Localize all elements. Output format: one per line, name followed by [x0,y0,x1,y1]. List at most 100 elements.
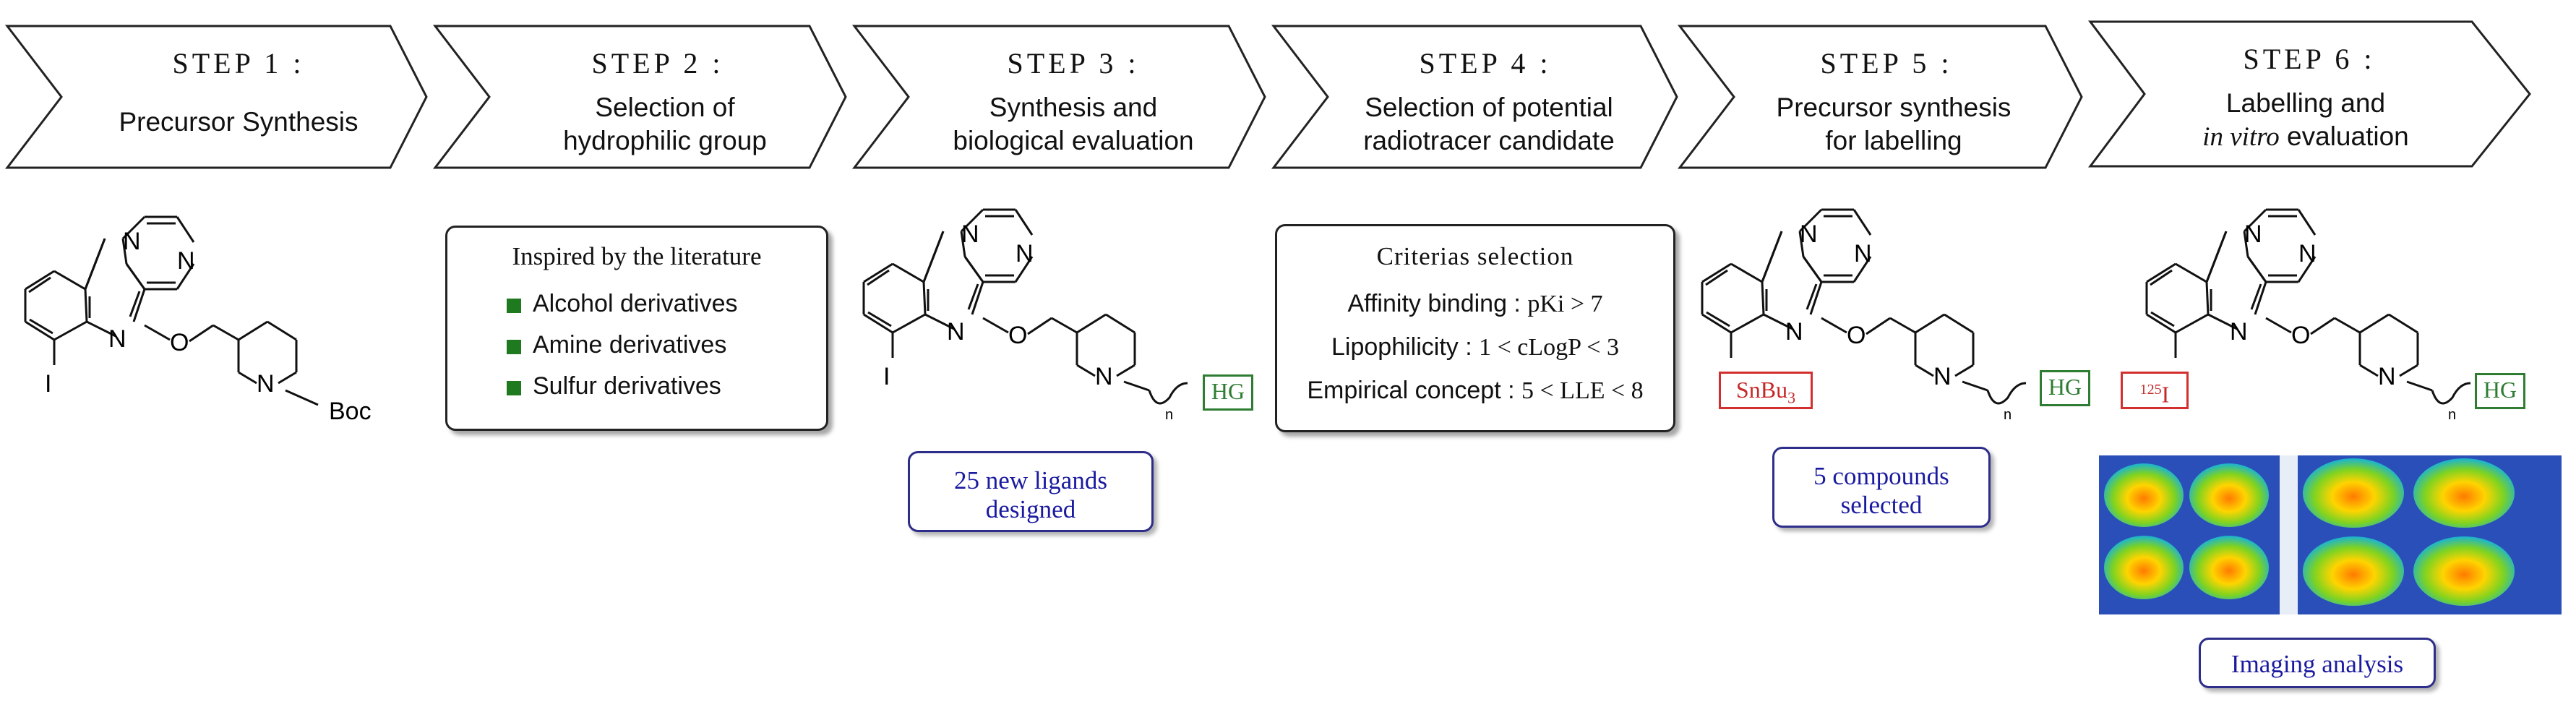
bullet-square-icon [507,381,521,395]
imaging-analysis-pill: Imaging analysis [2199,638,2436,688]
brain-slice-images [2104,458,2515,606]
step-2-title-line1: Selection of [595,93,735,122]
n-subscript-label: n [2448,407,2456,423]
nitrogen-label: N [2230,318,2248,346]
step-6-title-line2: in vitro evaluation [2139,120,2472,154]
brain-slice-image [2104,463,2184,527]
literature-item: Alcohol derivatives [533,290,738,317]
criteria-value: 5 < LLE < 8 [1521,377,1644,404]
n-subscript-label: n [2004,407,2012,423]
brain-slice-image [2413,536,2515,606]
literature-item: Sulfur derivatives [533,372,721,400]
nitrogen-label: N [177,247,195,275]
hydrophilic-group-label: HG [2475,373,2525,409]
criteria-value: 1 < cLogP < 3 [1479,334,1619,361]
step-2-arrow [432,25,847,169]
step-6-rest-text: evaluation [2279,121,2409,151]
step-2-number: STEP 2 : [591,47,724,80]
step-5-arrow [1677,25,2083,169]
criteria-row: Empirical concept : 5 < LLE < 8 [1277,377,1673,405]
tributyltin-label: SnBu3 [1719,372,1813,409]
n-subscript-label: n [1165,407,1173,423]
boc-label: Boc [329,398,372,425]
hydrophilic-group-label: HG [2040,370,2090,406]
criteria-row: Lipophilicity : 1 < cLogP < 3 [1277,333,1673,361]
step-2-title-line2: hydrophilic group [563,126,767,155]
compounds-selected-pill: 5 compounds selected [1772,447,1991,528]
iodine-125-symbol: I [2161,381,2170,408]
brain-slice-image [2303,536,2404,606]
nitrogen-label: N [257,370,275,398]
molecule-structures: N N N O I N Boc N N N O I N n N N [24,208,2471,425]
step-3-arrow [851,25,1266,169]
step-4-number: STEP 4 : [1419,47,1552,80]
oxygen-label: O [1008,322,1027,349]
brain-slice-image [2413,458,2515,528]
step-5-title-line2: for labelling [1825,126,1962,155]
step-6-number: STEP 6 : [2243,43,2376,75]
iodine-125-label: 125I [2121,372,2189,409]
nitrogen-label: N [2298,240,2317,267]
nitrogen-label: N [961,220,979,248]
oxygen-label: O [1847,322,1866,349]
iodine-label: I [45,370,51,398]
criteria-box: Criterias selection Affinity binding : p… [1275,224,1675,432]
brain-slice-image [2104,536,2184,599]
step-3-number: STEP 3 : [1007,47,1140,80]
nitrogen-label: N [1800,220,1818,248]
pill-line: Imaging analysis [2231,650,2404,678]
iodine-125-mass: 125 [2139,382,2162,398]
tributyltin-text: SnBu [1735,377,1788,403]
literature-box: Inspired by the literature Alcohol deriv… [445,226,828,431]
step-5-title-line1: Precursor synthesis [1776,93,2012,122]
criteria-row: Affinity binding : pKi > 7 [1277,290,1673,318]
pill-line: 25 new ligands [954,466,1107,494]
criteria-label: Lipophilicity : [1331,333,1480,361]
literature-box-title: Inspired by the literature [512,242,762,270]
brain-slice-image [2303,458,2404,528]
nitrogen-label: N [1933,363,1952,390]
autoradiography-images [2099,455,2562,614]
nitrogen-label: N [1016,240,1034,267]
nitrogen-label: N [108,325,126,353]
nitrogen-label: N [1095,363,1113,390]
pill-line: designed [985,495,1076,523]
hydrophilic-group-label: HG [1203,374,1253,411]
nitrogen-label: N [947,318,965,346]
criteria-value: pKi > 7 [1527,291,1603,317]
step-6-title-line1: Labelling and [2225,88,2386,118]
step-arrows [4,20,2531,169]
bullet-square-icon [507,299,521,313]
pill-line: selected [1840,491,1923,519]
step-1-number: STEP 1 : [172,47,305,80]
criteria-label: Affinity binding : [1347,290,1528,317]
step-5-number: STEP 5 : [1820,47,1953,80]
step-6-italic-text: in vitro [2202,122,2280,152]
nitrogen-label: N [1854,240,1872,267]
criteria-label: Empirical concept : [1307,377,1521,404]
nitrogen-label: N [2378,363,2396,390]
criteria-box-title: Criterias selection [1376,242,1574,270]
step-4-title-line1: Selection of potential [1365,93,1613,122]
step-1-title: Precursor Synthesis [119,107,359,137]
iodine-label: I [883,363,890,390]
tributyltin-subscript: 3 [1787,388,1796,407]
oxygen-label: O [170,329,189,356]
nitrogen-label: N [2244,220,2262,248]
step-3-title-line2: biological evaluation [953,126,1194,155]
nitrogen-label: N [123,228,141,255]
literature-item: Amine derivatives [533,331,727,359]
brain-slice-image [2189,463,2269,527]
ligands-designed-pill: 25 new ligands designed [908,451,1154,532]
brain-slice-image [2189,536,2269,599]
bullet-square-icon [507,340,521,354]
step-4-title-line2: radiotracer candidate [1363,126,1615,155]
oxygen-label: O [2291,322,2310,349]
step-6-arrow [2088,20,2531,168]
step-1-arrow [4,25,428,169]
step-3-title-line1: Synthesis and [989,93,1158,122]
nitrogen-label: N [1785,318,1803,346]
step-4-arrow [1271,25,1678,169]
pill-line: 5 compounds [1813,462,1949,490]
